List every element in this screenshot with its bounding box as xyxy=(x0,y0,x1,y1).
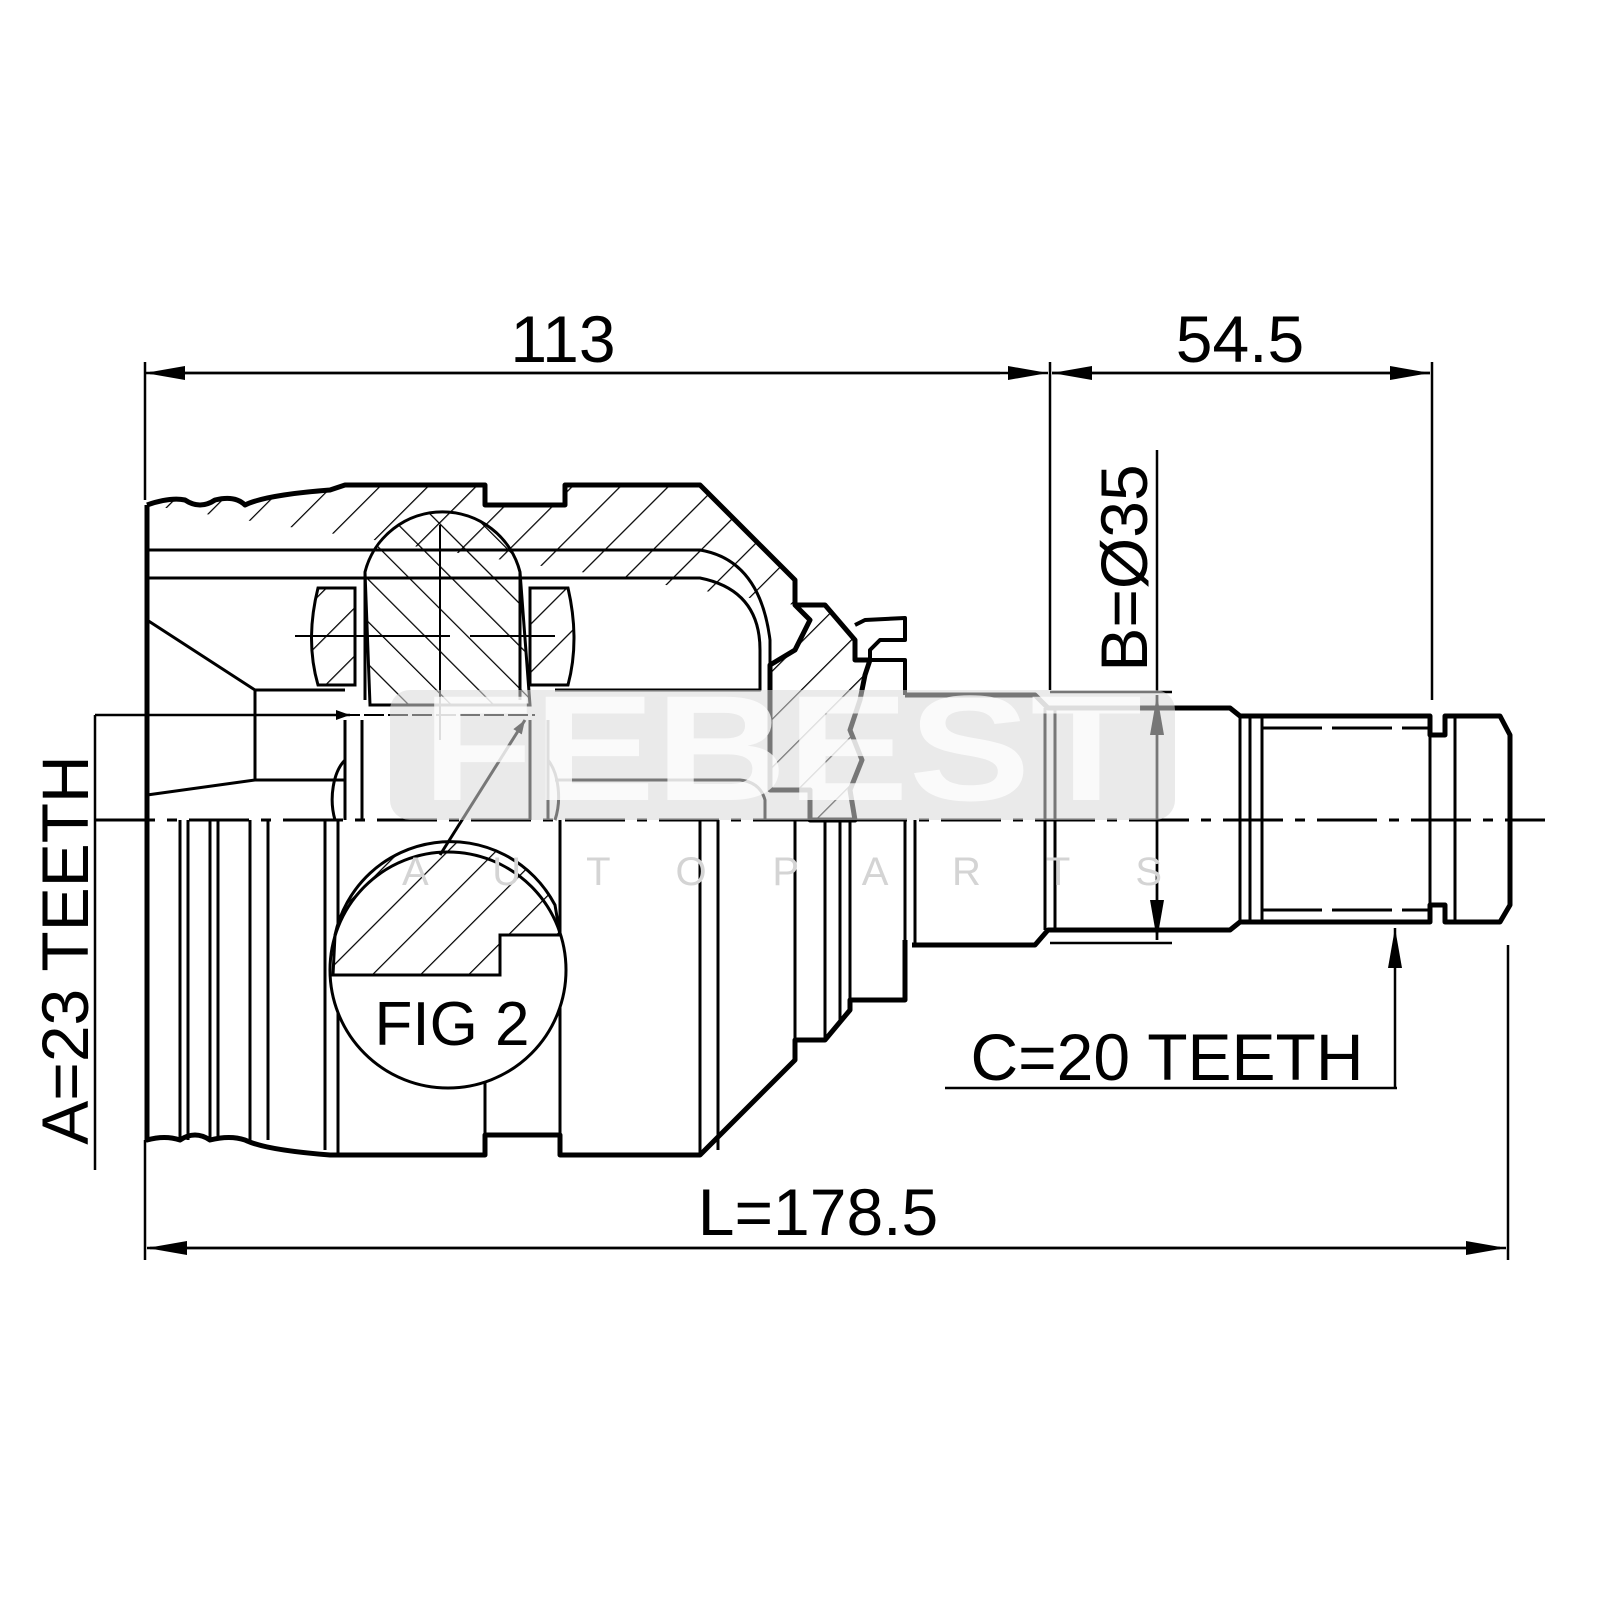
dim-113: 113 xyxy=(510,302,615,376)
dim-diameter: B=Ø35 xyxy=(1087,464,1161,671)
dimensions xyxy=(93,362,1510,1260)
dim-total-length: L=178.5 xyxy=(698,1175,938,1249)
watermark-tagline: A U T O P A R T S xyxy=(402,850,1162,894)
watermark: FEBEST A U T O P A R T S xyxy=(390,664,1175,894)
fig2-label: FIG 2 xyxy=(374,990,529,1059)
svg-text:FEBEST: FEBEST xyxy=(422,664,1142,832)
housing-outline xyxy=(144,505,917,1158)
spline-a-label: A=23 TEETH xyxy=(28,755,102,1144)
spline-c-label: C=20 TEETH xyxy=(970,1020,1363,1094)
dim-54-5: 54.5 xyxy=(1176,302,1304,376)
fig2-detail: FIG 2 xyxy=(328,719,568,1090)
roller-section xyxy=(295,510,576,821)
